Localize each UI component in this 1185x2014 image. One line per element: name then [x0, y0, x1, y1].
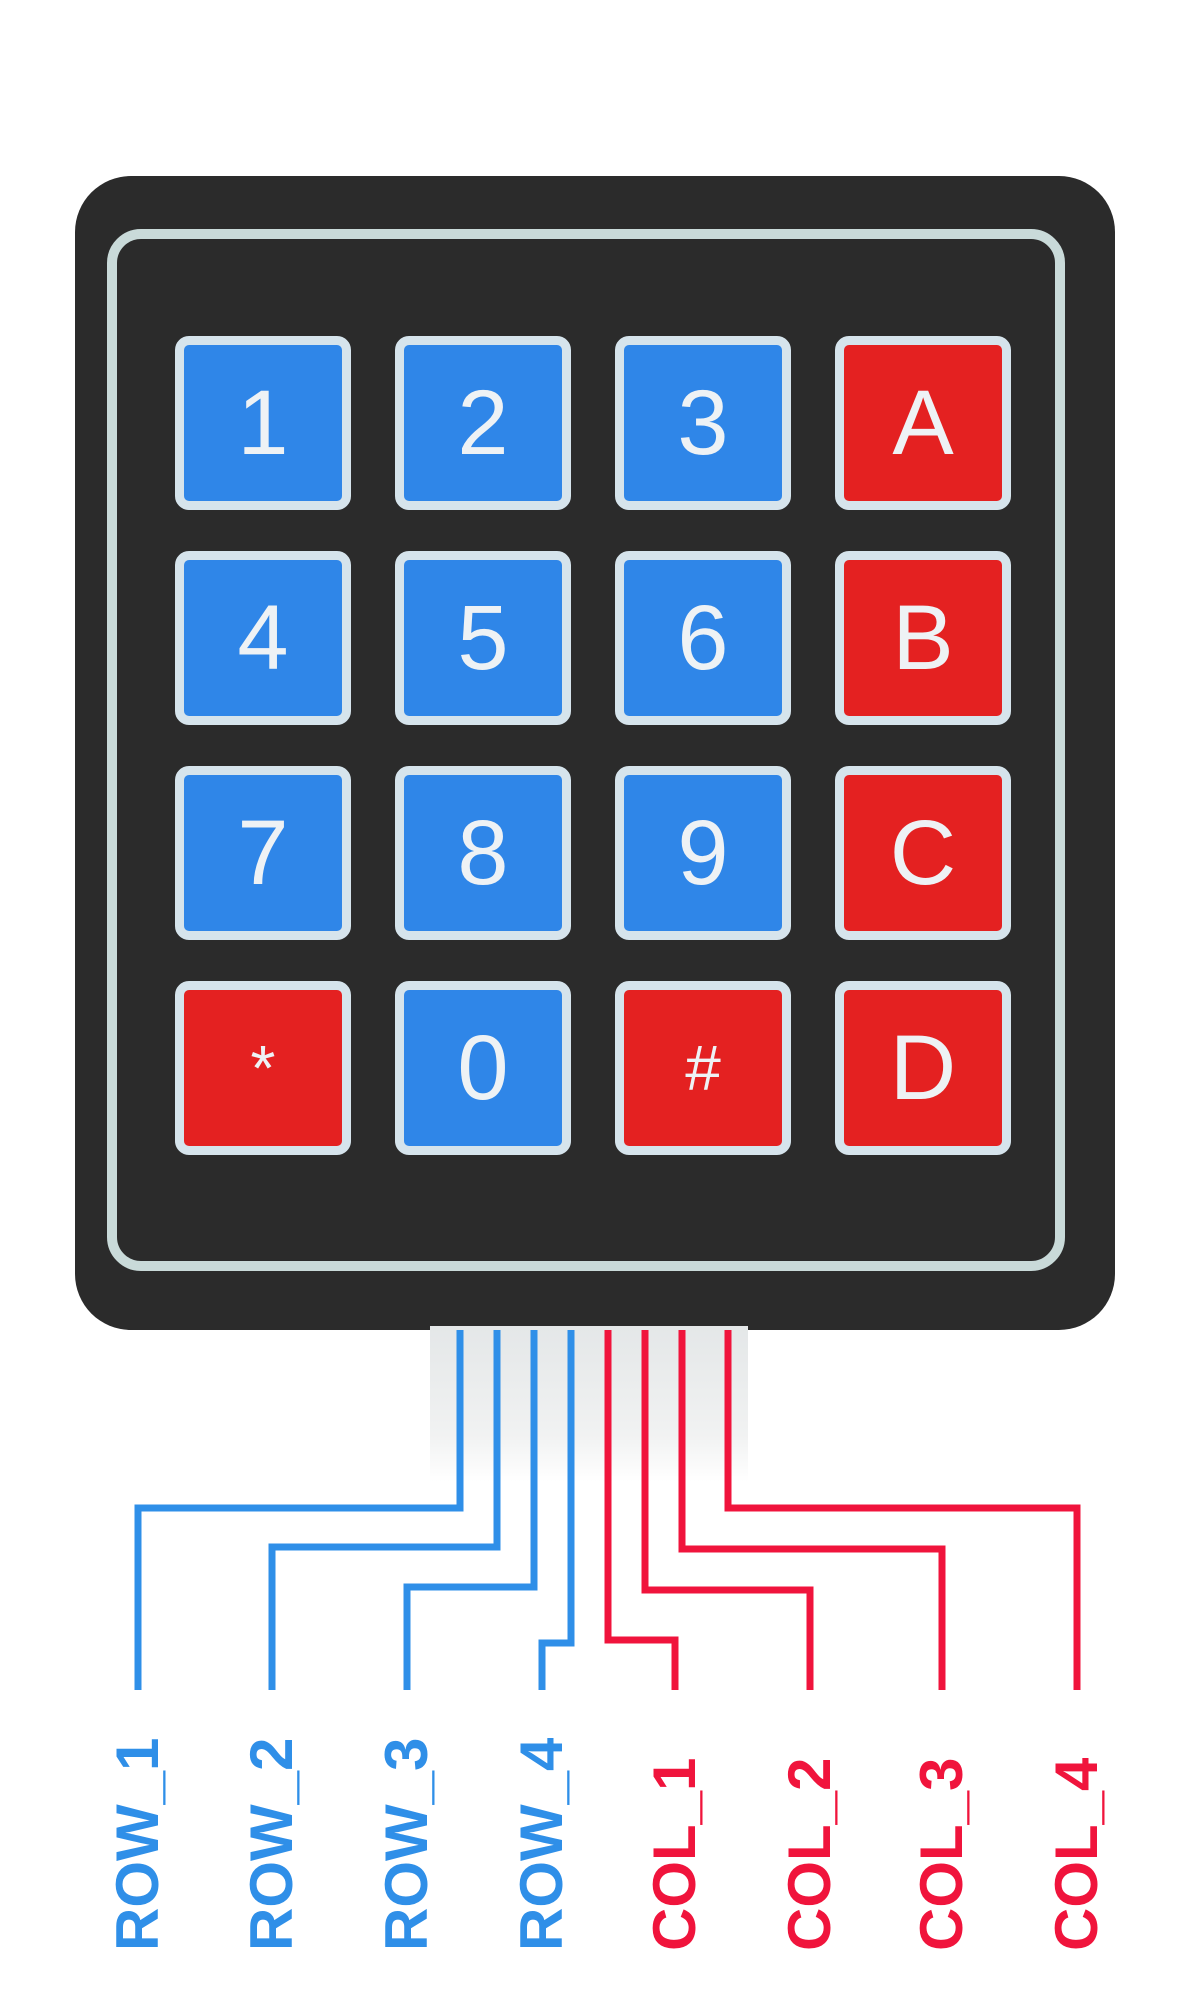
key-0[interactable]: 0 [395, 981, 571, 1155]
pin-label-row-1: ROW_1 [104, 1737, 171, 1951]
wire-row-2 [268, 1330, 501, 1690]
key-4[interactable]: 4 [175, 551, 351, 725]
key-star[interactable]: * [175, 981, 351, 1155]
pin-label-col-4: COL_4 [1043, 1757, 1110, 1951]
key-6[interactable]: 6 [615, 551, 791, 725]
wire-col-4 [724, 1330, 1081, 1690]
key-9[interactable]: 9 [615, 766, 791, 940]
pin-label-row-3: ROW_3 [373, 1737, 440, 1951]
key-1[interactable]: 1 [175, 336, 351, 510]
wire-col-3 [678, 1330, 946, 1690]
key-hash[interactable]: # [615, 981, 791, 1155]
wire-col-1 [604, 1330, 679, 1690]
key-c[interactable]: C [835, 766, 1011, 940]
key-5[interactable]: 5 [395, 551, 571, 725]
pin-label-col-3: COL_3 [908, 1757, 975, 1951]
keypad-frame [107, 229, 1065, 1271]
key-d[interactable]: D [835, 981, 1011, 1155]
key-8[interactable]: 8 [395, 766, 571, 940]
key-a[interactable]: A [835, 336, 1011, 510]
ribbon-cable [430, 1326, 748, 1482]
pin-label-col-2: COL_2 [776, 1757, 843, 1951]
wire-col-2 [641, 1330, 814, 1690]
membrane-keypad: 1 2 3 A 4 5 6 B 7 8 9 C * 0 # D [75, 176, 1115, 1330]
wire-row-1 [134, 1330, 464, 1690]
pin-label-col-1: COL_1 [641, 1757, 708, 1951]
pin-label-row-4: ROW_4 [508, 1737, 575, 1951]
key-b[interactable]: B [835, 551, 1011, 725]
wire-row-4 [538, 1330, 575, 1690]
key-2[interactable]: 2 [395, 336, 571, 510]
key-7[interactable]: 7 [175, 766, 351, 940]
key-3[interactable]: 3 [615, 336, 791, 510]
wire-row-3 [403, 1330, 538, 1690]
pin-label-row-2: ROW_2 [238, 1737, 305, 1951]
